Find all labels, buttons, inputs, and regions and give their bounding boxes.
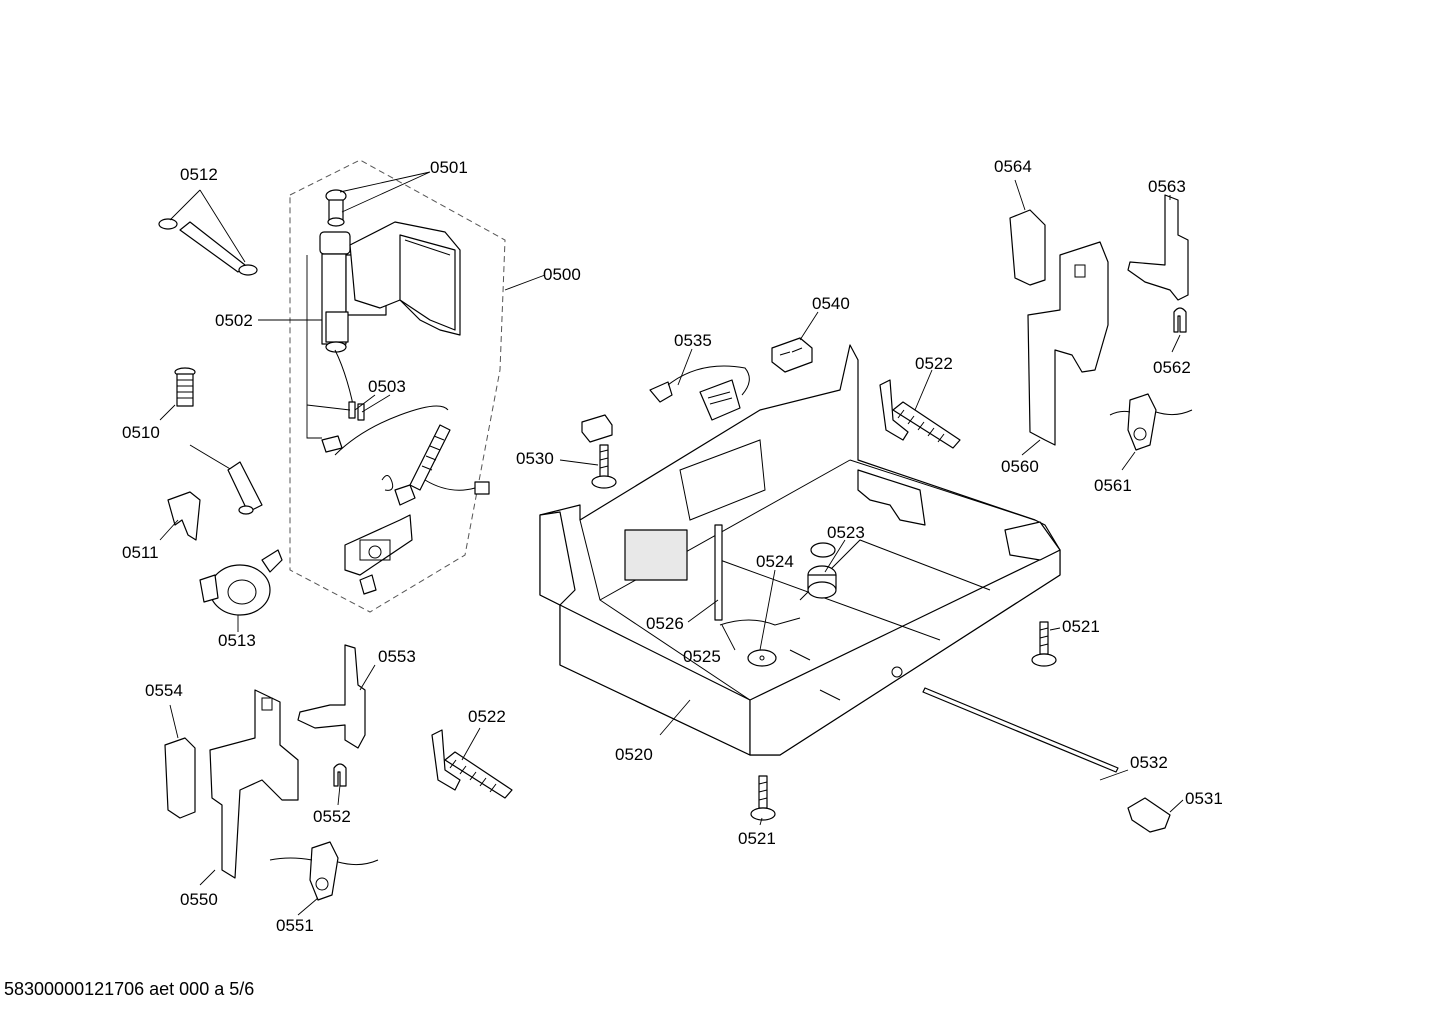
label-0532: 0532 <box>1130 753 1168 772</box>
part-0561-switch <box>1109 393 1193 451</box>
part-0520-base-tub <box>539 344 1061 756</box>
assembly-0500-outline <box>289 159 506 613</box>
label-0522-upper: 0522 <box>915 354 953 373</box>
part-0562-clip <box>1173 307 1187 333</box>
part-0512-hose-clamps <box>158 218 258 276</box>
part-0500-valve-cover <box>349 221 461 336</box>
label-0550: 0550 <box>180 890 218 909</box>
label-0523: 0523 <box>827 523 865 542</box>
part-0523-seal <box>807 542 837 599</box>
label-0512: 0512 <box>180 165 218 184</box>
part-0530-foot-screw <box>581 414 617 489</box>
part-0553-bracket <box>297 644 366 749</box>
part-labels: 0501 0502 0503 0500 0512 0510 0511 0513 … <box>122 157 1223 935</box>
label-0525: 0525 <box>683 647 721 666</box>
label-0520: 0520 <box>615 745 653 764</box>
part-0522-spring-upper <box>879 379 961 449</box>
label-0503: 0503 <box>368 377 406 396</box>
part-0551-switch <box>269 841 379 901</box>
part-0550-bracket <box>209 689 299 879</box>
leader-lines <box>159 171 1184 916</box>
label-0552: 0552 <box>313 807 351 826</box>
label-0554: 0554 <box>145 681 183 700</box>
part-0524-wire <box>719 617 801 667</box>
part-0503-wire-terminals <box>321 349 449 456</box>
part-0522-spring-lower <box>431 729 513 799</box>
part-0500-bracket <box>344 514 413 595</box>
label-0524: 0524 <box>756 552 794 571</box>
label-0560: 0560 <box>1001 457 1039 476</box>
label-0530: 0530 <box>516 449 554 468</box>
label-0553: 0553 <box>378 647 416 666</box>
label-0521-bottom: 0521 <box>738 829 776 848</box>
label-0551: 0551 <box>276 916 314 935</box>
label-0526: 0526 <box>646 614 684 633</box>
label-0501: 0501 <box>430 158 468 177</box>
part-0535-cable <box>649 365 750 421</box>
label-0521-right: 0521 <box>1062 617 1100 636</box>
label-0564: 0564 <box>994 157 1032 176</box>
part-0513-pump <box>199 549 283 616</box>
part-0500-hose-assembly <box>381 424 490 506</box>
label-0531: 0531 <box>1185 789 1223 808</box>
label-0510: 0510 <box>122 423 160 442</box>
part-0521-foot-right <box>1031 621 1057 667</box>
part-0554-cover <box>164 737 196 819</box>
part-0511-clip <box>167 491 201 541</box>
part-0531-knob <box>1127 797 1171 833</box>
part-0526-rod <box>714 524 723 621</box>
label-0500: 0500 <box>543 265 581 284</box>
part-0564-cover <box>1009 209 1046 286</box>
part-0532-rod <box>922 687 1119 773</box>
label-0540: 0540 <box>812 294 850 313</box>
part-0552-clip <box>333 763 347 787</box>
label-0522-lower: 0522 <box>468 707 506 726</box>
part-0510-bellows-hose <box>174 367 263 515</box>
label-0563: 0563 <box>1148 177 1186 196</box>
part-0521-foot-bottom <box>750 775 776 821</box>
label-0535: 0535 <box>674 331 712 350</box>
document-reference-footer: 58300000121706 aet 000 a 5/6 <box>4 979 255 999</box>
label-0513: 0513 <box>218 631 256 650</box>
part-0563-bracket <box>1127 194 1189 301</box>
label-0502: 0502 <box>215 311 253 330</box>
label-0562: 0562 <box>1153 358 1191 377</box>
part-0501-valve-caps <box>325 189 347 227</box>
part-0560-bracket <box>1027 241 1109 446</box>
part-0540-connector <box>771 337 813 373</box>
label-0511: 0511 <box>122 543 159 562</box>
label-0561: 0561 <box>1094 476 1132 495</box>
